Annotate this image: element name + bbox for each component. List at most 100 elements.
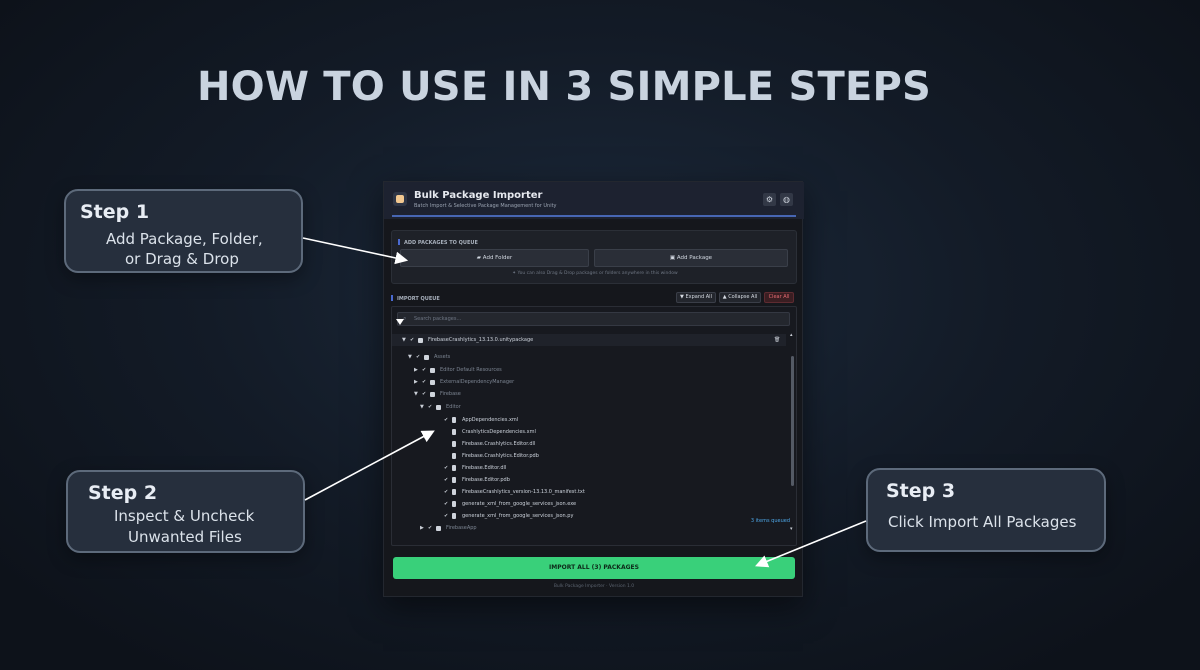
- file-icon: [452, 441, 456, 447]
- search-input[interactable]: Search packages...: [397, 312, 790, 326]
- expand-all-label: Expand All: [685, 294, 712, 300]
- add-packages-panel: ADD PACKAGES TO QUEUE ▰ Add Folder ▣ Add…: [391, 230, 797, 284]
- collapse-all-label: Collapse All: [728, 294, 758, 300]
- collapse-toggle-icon[interactable]: ▼: [402, 337, 406, 343]
- tree-row-label: Firebase.Editor.dll: [462, 465, 507, 471]
- checkbox[interactable]: ✔: [444, 513, 449, 519]
- tree-row-label: generate_xml_from_google_services_json.p…: [462, 513, 574, 519]
- add-package-button[interactable]: ▣ Add Package: [594, 249, 788, 267]
- checkbox[interactable]: ✔: [422, 391, 427, 397]
- collapse-toggle-icon[interactable]: ▼: [408, 354, 412, 360]
- scroll-up-icon[interactable]: ▴: [790, 332, 793, 338]
- step1-title: Step 1: [80, 201, 150, 223]
- app-window: Bulk Package Importer Batch Import & Sel…: [383, 181, 804, 597]
- app-subtitle: Batch Import & Selective Package Managem…: [414, 203, 557, 209]
- tree-row-label: AppDependencies.xml: [462, 417, 519, 423]
- import-all-button[interactable]: IMPORT ALL (3) PACKAGES: [393, 557, 795, 579]
- tree-row-label: Assets: [434, 354, 451, 360]
- file-icon: [452, 501, 456, 507]
- checkbox[interactable]: ✔: [410, 337, 415, 343]
- expand-toggle-icon[interactable]: ▶: [420, 525, 424, 531]
- folder-icon: [436, 405, 441, 410]
- add-section-label: ADD PACKAGES TO QUEUE: [404, 240, 478, 246]
- tree-row-label: Editor Default Resources: [440, 367, 502, 373]
- folder-icon: ▰: [476, 255, 482, 261]
- step2-callout: Step 2 Inspect & Uncheck Unwanted Files: [66, 470, 305, 553]
- package-icon: ▣: [669, 255, 676, 261]
- tree-row-label: Firebase.Crashlytics.Editor.pdb: [462, 453, 539, 459]
- folder-icon: [430, 368, 435, 373]
- globe-icon[interactable]: ◍: [780, 193, 793, 206]
- checkbox[interactable]: ✔: [428, 525, 433, 531]
- page-headline: HOW TO USE IN 3 SIMPLE STEPS: [196, 64, 932, 110]
- checkbox[interactable]: ✔: [422, 379, 427, 385]
- file-icon: [452, 477, 456, 483]
- checkbox[interactable]: ✔: [422, 367, 427, 373]
- step1-line2: or Drag & Drop: [125, 250, 239, 268]
- import-queue-label: IMPORT QUEUE: [397, 296, 440, 302]
- tree-row-label: Firebase.Crashlytics.Editor.dll: [462, 441, 536, 447]
- step3-title: Step 3: [886, 480, 956, 502]
- scrollbar-thumb[interactable]: [791, 356, 794, 486]
- step2-title: Step 2: [88, 482, 158, 504]
- checkbox[interactable]: ✔: [444, 417, 449, 423]
- folder-icon: [424, 355, 429, 360]
- trash-icon[interactable]: 🗑: [774, 337, 781, 343]
- step1-line1: Add Package, Folder,: [106, 230, 263, 248]
- folder-icon: [430, 392, 435, 397]
- add-package-label: Add Package: [676, 255, 713, 261]
- tree-row-label: FirebaseApp: [446, 525, 477, 531]
- package-logo-icon: [393, 192, 407, 206]
- scroll-down-icon[interactable]: ▾: [790, 526, 793, 532]
- file-icon: [452, 513, 456, 519]
- checkbox[interactable]: ✔: [444, 489, 449, 495]
- drag-drop-hint-text: You can also Drag & Drop packages or fol…: [517, 271, 678, 276]
- add-folder-button[interactable]: ▰ Add Folder: [400, 249, 589, 267]
- package-icon: [418, 338, 423, 343]
- tree-row-label: CrashlyticsDependencies.xml: [462, 429, 536, 435]
- file-icon: [452, 489, 456, 495]
- tree-row-label: generate_xml_from_google_services_json.e…: [462, 501, 577, 507]
- checkbox[interactable]: ✔: [428, 404, 433, 410]
- checkbox[interactable]: ✔: [444, 465, 449, 471]
- settings-icon[interactable]: ⚙: [763, 193, 776, 206]
- tree-row-label: Firebase.Editor.pdb: [462, 477, 510, 483]
- expand-all-button[interactable]: ▼ Expand All: [676, 292, 716, 303]
- collapse-all-button[interactable]: ▲ Collapse All: [719, 292, 761, 303]
- tree-scrollbar[interactable]: ▴ ▾: [789, 332, 795, 532]
- items-queued-count: 3 items queued: [750, 518, 790, 524]
- folder-icon: [430, 380, 435, 385]
- expand-toggle-icon[interactable]: ▶: [414, 367, 418, 373]
- tree-row-label: FirebaseCrashlytics_version-13.13.0_mani…: [462, 489, 585, 495]
- step3-callout: Step 3 Click Import All Packages: [866, 468, 1106, 552]
- section-marker: [391, 295, 393, 301]
- collapse-toggle-icon[interactable]: ▼: [414, 391, 418, 397]
- add-folder-label: Add Folder: [482, 255, 513, 261]
- tree-row-label: Editor: [446, 404, 461, 410]
- clear-all-button[interactable]: Clear All: [764, 292, 794, 303]
- checkbox[interactable]: ✔: [416, 354, 421, 360]
- step2-line1: Inspect & Uncheck: [114, 507, 255, 525]
- file-icon: [452, 417, 456, 423]
- tree-row-label: ExternalDependencyManager: [440, 379, 515, 385]
- step1-callout: Step 1 Add Package, Folder, or Drag & Dr…: [64, 189, 303, 273]
- tree-row-label: Firebase: [440, 391, 461, 397]
- file-icon: [452, 453, 456, 459]
- file-icon: [452, 465, 456, 471]
- search-icon: ⌕: [403, 315, 407, 322]
- section-marker: [398, 239, 400, 245]
- checkbox[interactable]: ✔: [444, 501, 449, 507]
- header-accent-line: [392, 215, 796, 217]
- step2-line2: Unwanted Files: [128, 528, 242, 546]
- folder-icon: [436, 526, 441, 531]
- app-header: Bulk Package Importer Batch Import & Sel…: [384, 182, 804, 219]
- checkbox[interactable]: ✔: [444, 477, 449, 483]
- tree-row[interactable]: ▼ ✔ FirebaseCrashlytics_13.13.0.unitypacka…: [392, 334, 786, 346]
- tree-row-label: FirebaseCrashlytics_13.13.0.unitypackage: [428, 337, 534, 343]
- app-footer: Bulk Package Importer · Version 1.0: [553, 584, 635, 589]
- drag-drop-hint: ✦ You can also Drag & Drop packages or f…: [512, 271, 678, 276]
- file-icon: [452, 429, 456, 435]
- expand-toggle-icon[interactable]: ▶: [414, 379, 418, 385]
- import-queue-tree: Search packages... ⌕ ▼✔FirebaseCrashlyti…: [391, 306, 797, 546]
- collapse-toggle-icon[interactable]: ▼: [420, 404, 424, 410]
